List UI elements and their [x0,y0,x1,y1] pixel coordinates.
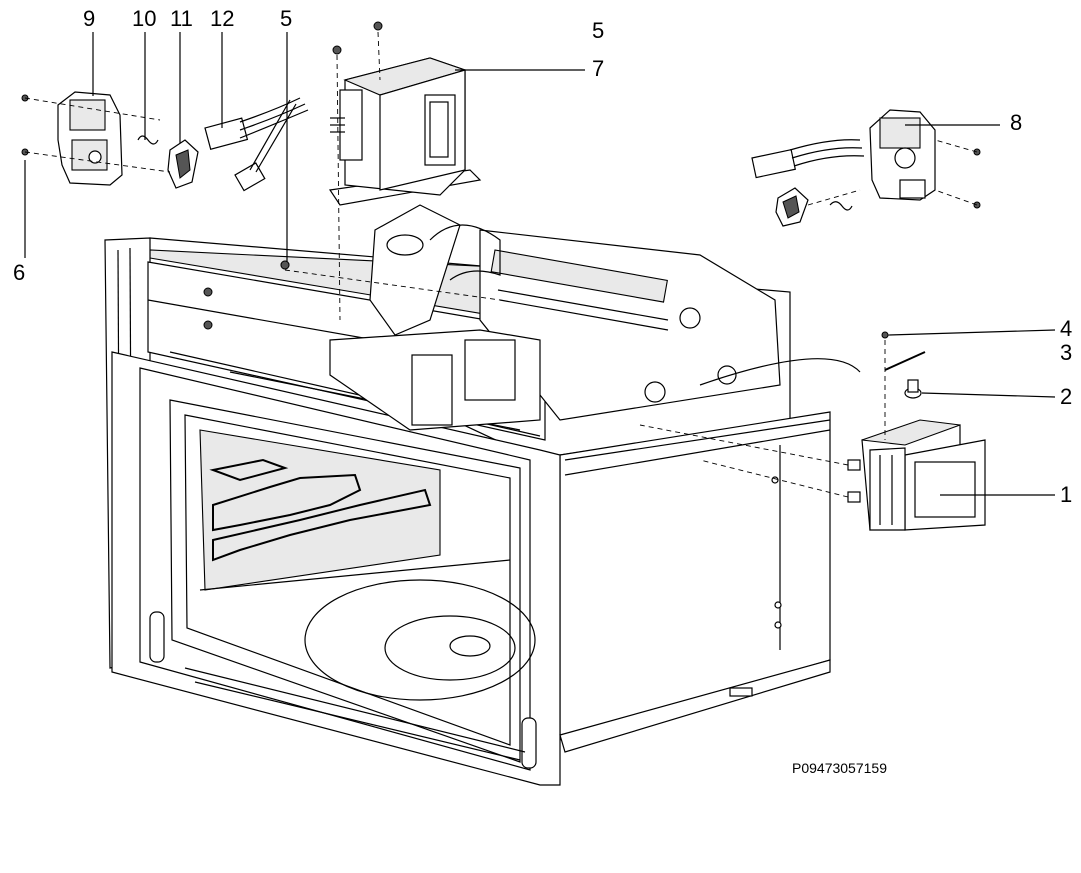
callout-5-right: 5 [592,18,605,43]
callout-11: 11 [170,6,193,31]
connector-icon [204,97,309,192]
callout-10: 10 [132,6,157,31]
callout-8: 8 [1010,110,1023,135]
door-switch-icon [21,91,123,186]
magnetron-icon [847,419,986,531]
transformer-icon [328,57,482,206]
antenna-part-icon [881,331,926,399]
callout-1: 1 [1060,482,1073,507]
callout-9: 9 [83,6,96,31]
callout-12: 12 [210,6,235,31]
door-switch-icon [869,109,981,209]
screw-icon [280,21,383,270]
oven-cavity-icon [104,204,861,786]
latch-icon [775,187,809,227]
connector-icon [751,139,865,179]
callout-6: 6 [13,260,26,285]
callout-5-left: 5 [280,6,293,31]
drawing-reference: P09473057159 [792,760,887,776]
callout-4: 4 [1060,316,1073,341]
latch-icon [167,139,199,189]
callout-3: 3 [1060,340,1073,365]
callout-2: 2 [1060,384,1073,409]
assembly-lines [24,31,978,498]
callout-7: 7 [592,56,605,81]
spring-icon [137,135,159,145]
spring-icon [829,201,853,211]
leader-lines [24,32,1056,496]
